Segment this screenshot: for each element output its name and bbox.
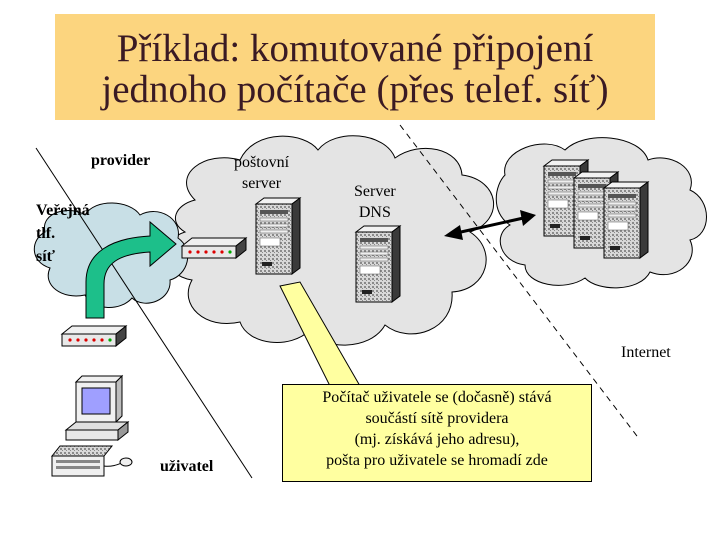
callout-line-3: (mj. získává jeho adresu), (354, 431, 520, 448)
phone-network-label-line-2: tlf. (36, 225, 56, 242)
callout-line-2: součástí sítě providera (365, 410, 509, 427)
modem-icon (60, 324, 128, 348)
internet-boundary-line (399, 124, 641, 441)
server-icon (355, 225, 401, 303)
dns-server-label: Server DNS (354, 181, 396, 223)
callout-line-4: pošta pro uživatele se hromadí zde (326, 452, 548, 469)
provider-label: provider (91, 152, 151, 169)
provider-cloud (165, 135, 495, 346)
title-line-2: jednoho počítače (přes telef. síť) (101, 68, 609, 111)
server-icon (255, 197, 301, 275)
double-arrow-icon (451, 215, 529, 236)
phone-network-label-line-3: síť (36, 248, 56, 265)
title-box: Příklad: komutované připojení jednoho po… (55, 14, 655, 120)
mail-server-label: poštovní server (234, 152, 289, 194)
phone-network-label-line-1: Veřejná (36, 202, 90, 219)
callout-line-1: Počítač uživatele se (dočasně) stává (322, 389, 552, 406)
phone-network-label: Veřejná tlf. síť (36, 199, 90, 268)
server-icon (603, 181, 649, 259)
mail-server-label-line-2: server (242, 175, 282, 192)
provider-boundary-line (35, 147, 253, 479)
dns-server-label-line-2: DNS (358, 204, 391, 221)
user-label: uživatel (160, 458, 214, 475)
internet-label: Internet (621, 344, 671, 361)
arrow-icon (85, 220, 177, 319)
title-line-1: Příklad: komutované připojení (116, 27, 594, 70)
computer-icon (50, 374, 133, 477)
mail-server-label-line-1: poštovní (234, 154, 290, 171)
callout-box: Počítač uživatele se (dočasně) stává sou… (282, 384, 592, 482)
modem-icon (180, 236, 248, 260)
dns-server-label-line-1: Server (354, 183, 396, 200)
